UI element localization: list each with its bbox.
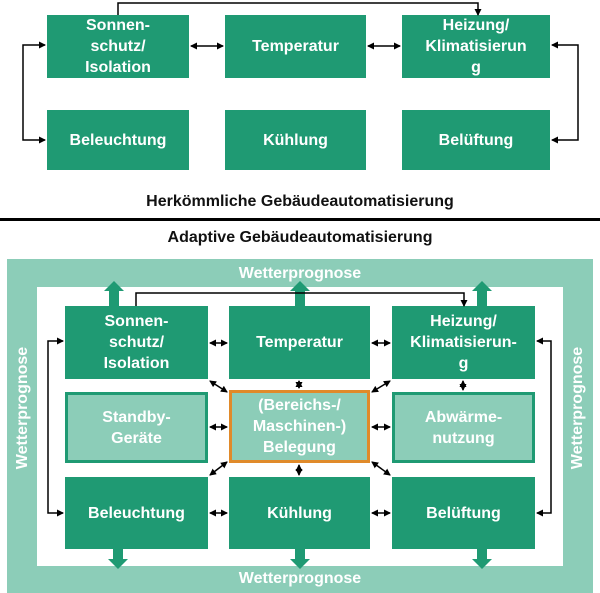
link-heizung-belueftung xyxy=(536,337,552,517)
weather-arrow-down-kuehlung xyxy=(290,549,310,569)
top-link-heizung-belueftung xyxy=(551,41,579,144)
link-sonnenschutz-beleuchtung xyxy=(47,337,64,517)
link-belueftung-belegung xyxy=(371,461,391,476)
bottom-connectors xyxy=(47,292,552,517)
link-heizung-belegung xyxy=(371,380,391,393)
top-link-sonnenschutz-beleuchtung xyxy=(22,41,46,144)
box-belueftung: Belüftung xyxy=(392,477,535,549)
box-standby: Standby- Geräte xyxy=(65,392,208,463)
top-box-heizung: Heizung/ Klimatisierun g xyxy=(402,15,550,78)
top-box-belueftung: Belüftung xyxy=(402,110,550,170)
top-box-beleuchtung: Beleuchtung xyxy=(47,110,189,170)
top-caption: Herkömmliche Gebäudeautomatisierung xyxy=(146,193,454,210)
box-sonnenschutz: Sonnen- schutz/ Isolation xyxy=(65,306,208,379)
box-beleuchtung: Beleuchtung xyxy=(65,477,208,549)
box-temperatur: Temperatur xyxy=(229,306,370,379)
link-beleuchtung-belegung xyxy=(209,461,228,476)
top-link-sonnenschutz-heizung xyxy=(117,2,482,16)
top-box-sonnenschutz: Sonnen- schutz/ Isolation xyxy=(47,15,189,78)
link-sonnenschutz-belegung xyxy=(209,380,228,393)
section-divider xyxy=(0,218,600,221)
box-belegung: (Bereichs-/ Maschinen-) Belegung xyxy=(229,390,370,463)
weather-arrow-up-sonnenschutz xyxy=(104,281,124,306)
top-connectors xyxy=(22,2,579,144)
box-abwaerme: Abwärme- nutzung xyxy=(392,392,535,463)
top-box-kuehlung: Kühlung xyxy=(225,110,366,170)
bottom-caption: Adaptive Gebäudeautomatisierung xyxy=(167,229,433,246)
weather-label-bottom: Wetterprognose xyxy=(238,570,362,587)
box-kuehlung: Kühlung xyxy=(229,477,370,549)
weather-arrow-down-belueftung xyxy=(472,549,492,569)
weather-arrow-up-heizung xyxy=(472,281,492,306)
link-sonnenschutz-heizung xyxy=(135,292,468,307)
weather-arrows xyxy=(104,281,492,569)
weather-arrow-down-beleuchtung xyxy=(108,549,128,569)
box-heizung: Heizung/ Klimatisierun- g xyxy=(392,306,535,379)
weather-label-top: Wetterprognose xyxy=(238,265,362,282)
top-box-temperatur: Temperatur xyxy=(225,15,366,78)
